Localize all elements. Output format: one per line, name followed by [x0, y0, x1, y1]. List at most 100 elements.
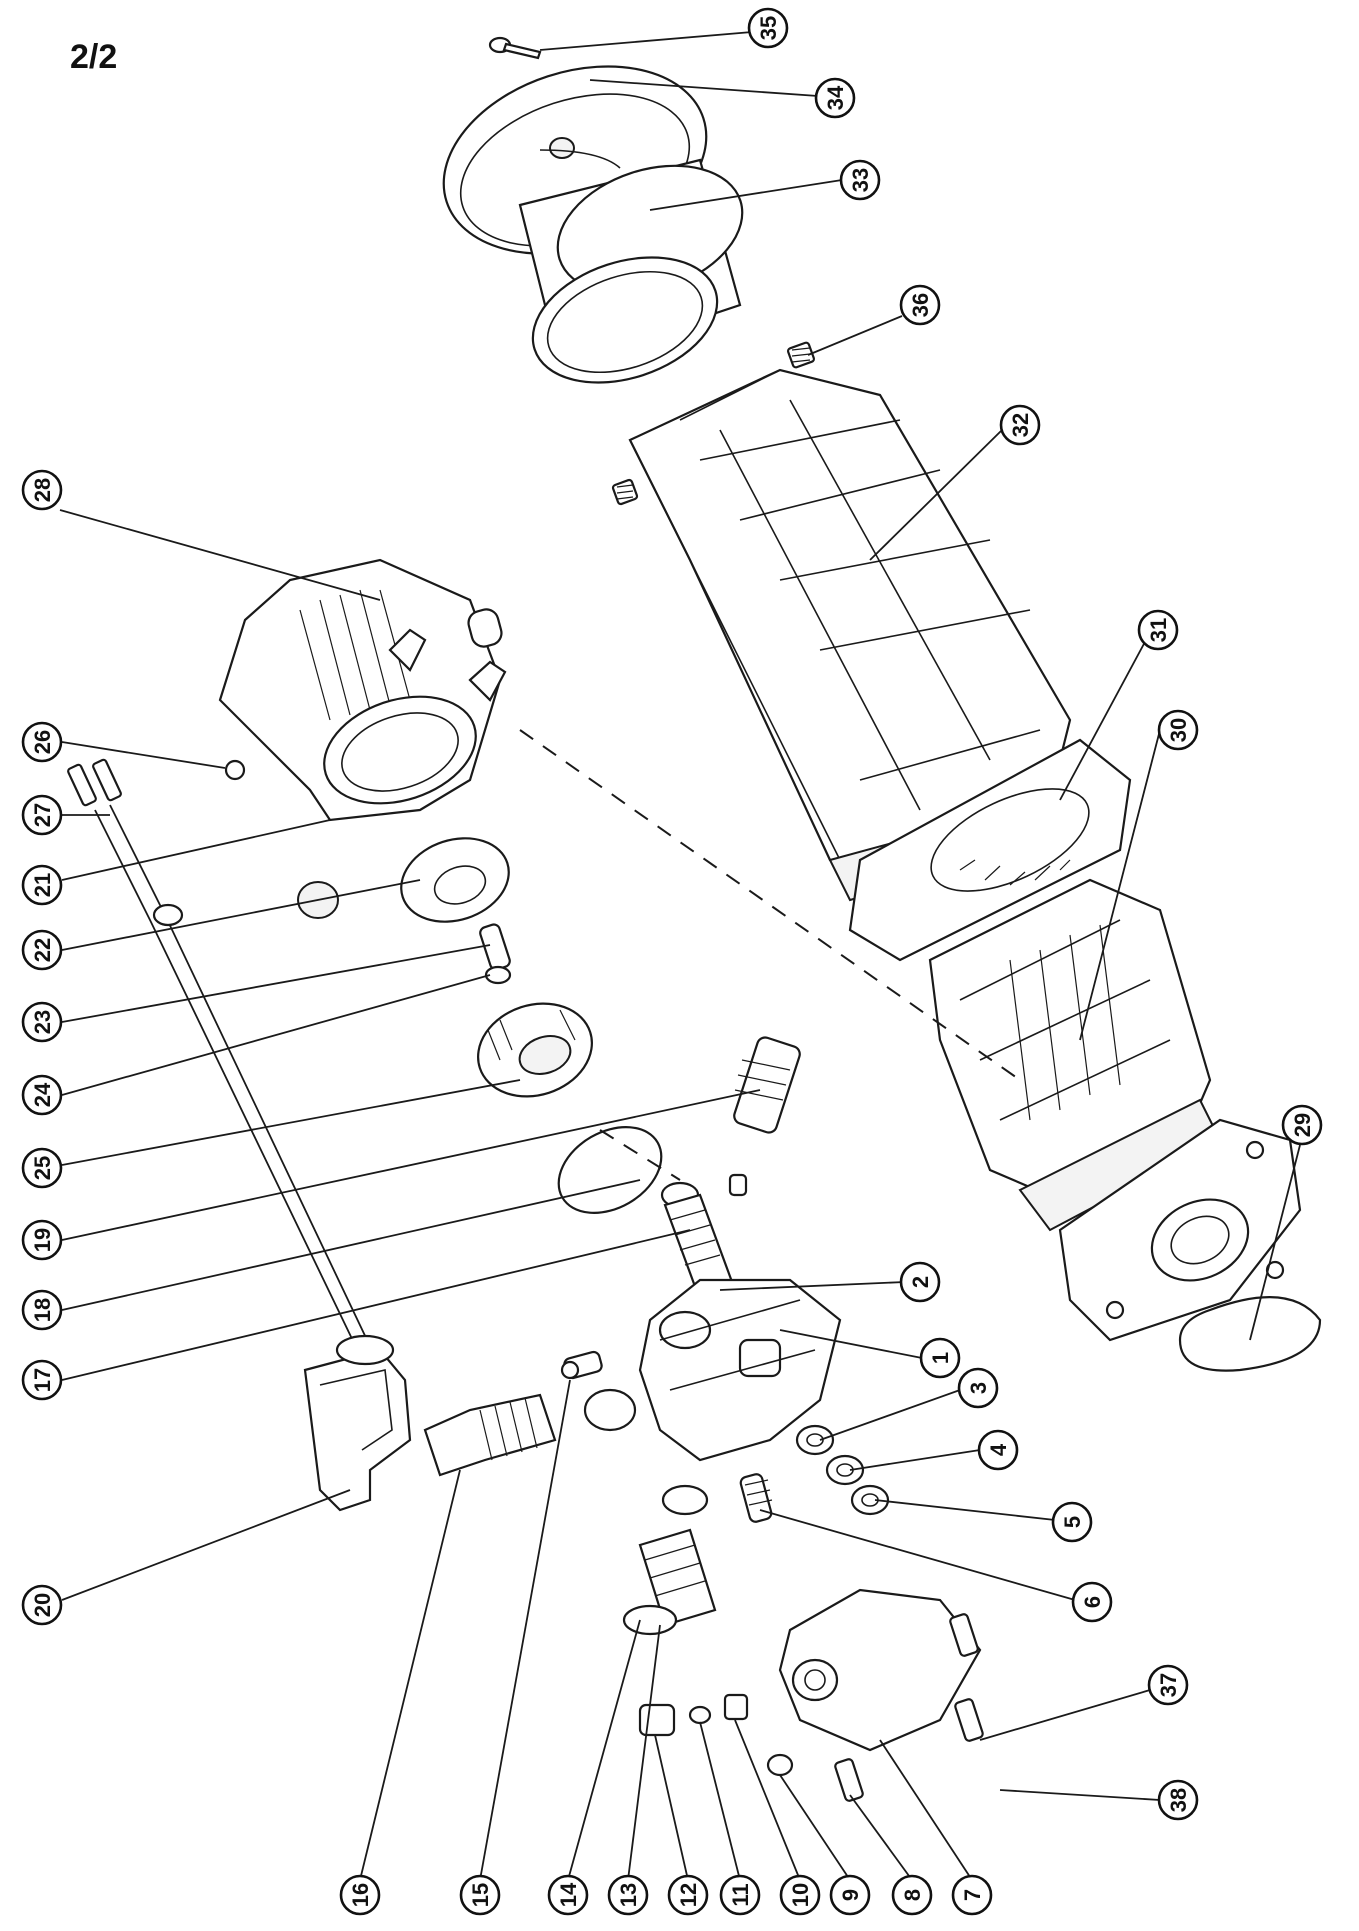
callout-circle [747, 7, 789, 49]
callout-2: 2 [899, 1261, 941, 1303]
callout-circle [999, 404, 1041, 446]
callout-circle [21, 469, 63, 511]
part-pump-housing-21 [218, 558, 507, 822]
callout-circle [839, 159, 881, 201]
callout-circle [21, 1074, 63, 1116]
callout-21: 21 [21, 864, 63, 906]
assembly-guide-line [519, 729, 1021, 1081]
callout-number: 21 [30, 873, 55, 897]
part-unloader-valve-16 [423, 1393, 557, 1477]
callout-31: 31 [1137, 609, 1179, 651]
callout-circle [779, 1874, 821, 1916]
callout-number: 14 [556, 1882, 581, 1907]
callout-25: 25 [21, 1147, 63, 1189]
callout-number: 17 [30, 1368, 55, 1392]
part-swash-plate-22 [297, 837, 510, 923]
callout-number: 7 [960, 1889, 985, 1901]
part-plug-12 [638, 1693, 749, 1737]
part-motor-front-flange [1058, 1118, 1302, 1342]
callout-number: 28 [30, 478, 55, 502]
callout-35: 35 [747, 7, 789, 49]
callout-number: 36 [908, 293, 933, 317]
callout-number: 3 [966, 1382, 991, 1394]
part-pump-head-1 [583, 1278, 842, 1462]
callout-33: 33 [839, 159, 881, 201]
callout-number: 6 [1080, 1596, 1105, 1608]
part-nut-36 [786, 341, 816, 369]
callout-number: 10 [788, 1883, 813, 1907]
part-wire-harness-27 [67, 758, 369, 1346]
callout-circle [21, 1584, 63, 1626]
callout-19: 19 [21, 1219, 63, 1261]
callout-34: 34 [814, 77, 856, 119]
leader-lines [59, 31, 1301, 1881]
callout-circle [21, 1289, 63, 1331]
callout-number: 11 [728, 1883, 753, 1906]
callout-circle [1147, 1664, 1189, 1706]
callout-number: 27 [30, 803, 55, 827]
callout-number: 15 [468, 1883, 493, 1907]
callout-30: 30 [1157, 709, 1199, 751]
callout-number: 4 [986, 1443, 1011, 1456]
callout-27: 27 [21, 794, 63, 836]
assembly-guide-line-2 [599, 1129, 681, 1181]
parts-artwork [67, 36, 1322, 1802]
callout-36: 36 [899, 284, 941, 326]
callout-circle [1137, 609, 1179, 651]
callout-layer: 3534333632283130262721222324252919181721… [21, 7, 1323, 1916]
callout-circle [899, 1261, 941, 1303]
callout-circle [1051, 1501, 1093, 1543]
callout-4: 4 [977, 1429, 1019, 1471]
callout-number: 8 [900, 1889, 925, 1901]
callout-circle [21, 1219, 63, 1261]
callout-3: 3 [957, 1367, 999, 1409]
callout-circle [667, 1874, 709, 1916]
part-fitting-15 [560, 1350, 603, 1380]
callout-number: 5 [1060, 1516, 1085, 1528]
callout-5: 5 [1051, 1501, 1093, 1543]
callout-circle [21, 864, 63, 906]
callout-number: 32 [1008, 413, 1033, 437]
part-seal-ring-25 [477, 1002, 593, 1098]
callout-circle [951, 1874, 993, 1916]
callout-number: 38 [1166, 1788, 1191, 1812]
part-nut-left-36 [611, 478, 639, 506]
part-bolt-23 [479, 923, 512, 985]
callout-37: 37 [1147, 1664, 1189, 1706]
callout-circle [1157, 709, 1199, 751]
callout-9: 9 [829, 1874, 871, 1916]
part-o-ring-18 [557, 1126, 663, 1214]
callout-number: 37 [1156, 1673, 1181, 1697]
callout-circle [21, 794, 63, 836]
callout-circle [21, 721, 63, 763]
callout-1: 1 [919, 1337, 961, 1379]
callout-circle [547, 1874, 589, 1916]
callout-number: 26 [30, 730, 55, 754]
callout-15: 15 [459, 1874, 501, 1916]
callout-number: 33 [848, 168, 873, 192]
callout-circle [607, 1874, 649, 1916]
part-seals-3-4-5 [795, 1424, 890, 1516]
callout-number: 1 [928, 1352, 953, 1364]
part-pressure-switch-20 [303, 1334, 412, 1512]
callout-circle [21, 929, 63, 971]
callout-number: 30 [1166, 718, 1191, 742]
part-spring-6 [739, 1473, 773, 1523]
callout-circle [899, 284, 941, 326]
callout-number: 35 [756, 16, 781, 40]
callout-number: 19 [30, 1228, 55, 1252]
callout-18: 18 [21, 1289, 63, 1331]
callout-23: 23 [21, 1001, 63, 1043]
callout-circle [459, 1874, 501, 1916]
part-o-ring-29 [1178, 1296, 1322, 1372]
callout-circle [891, 1874, 933, 1916]
part-inlet-filter-13 [622, 1484, 717, 1636]
part-ring-33 [518, 158, 744, 384]
callout-circle [829, 1874, 871, 1916]
callout-17: 17 [21, 1359, 63, 1401]
callout-22: 22 [21, 929, 63, 971]
callout-circle [977, 1429, 1019, 1471]
callout-26: 26 [21, 721, 63, 763]
callout-number: 13 [616, 1883, 641, 1907]
